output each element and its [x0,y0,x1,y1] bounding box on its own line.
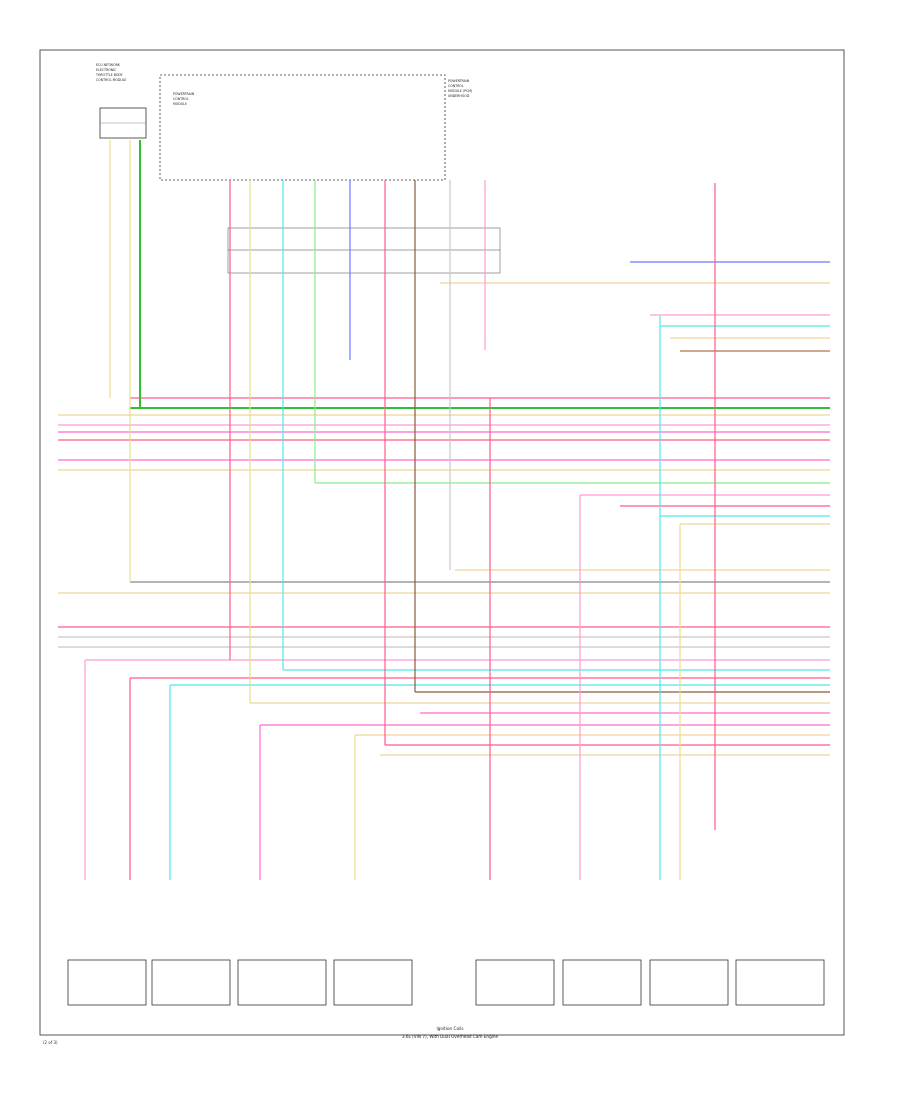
svg-text:UNDERHOOD: UNDERHOOD [448,94,470,98]
svg-text:ECU NETWORK: ECU NETWORK [96,63,121,67]
svg-text:CONTROL: CONTROL [173,97,189,101]
svg-text:POWERTRAIN: POWERTRAIN [173,92,195,96]
caption-line1: Ignition Coils [436,1026,463,1031]
svg-text:POWERTRAIN: POWERTRAIN [448,79,470,83]
svg-text:THROTTLE BODY: THROTTLE BODY [95,73,123,77]
svg-text:CONTROL: CONTROL [448,84,464,88]
diagram-frame [39,49,845,1036]
page-label: (2 of 3) [43,1040,58,1045]
horizontal-wires [58,261,830,756]
caption-line2: 3.6L (VIN 7), With Dual Overhead Cam Eng… [402,1034,499,1039]
svg-text:CONTROL MODULE: CONTROL MODULE [96,78,126,82]
svg-text:MODULE: MODULE [173,102,187,106]
vertical-wires [84,140,716,880]
svg-text:MODULE (PCM): MODULE (PCM) [448,89,472,93]
top-mid-component: POWERTRAIN CONTROL MODULE POWERTRAIN CON… [159,74,472,181]
connector-block [227,227,501,274]
top-left-component: ECU NETWORK ELECTRONIC THROTTLE BODY CON… [95,63,147,139]
coil-modules [67,959,825,1006]
svg-text:ELECTRONIC: ELECTRONIC [96,68,117,72]
